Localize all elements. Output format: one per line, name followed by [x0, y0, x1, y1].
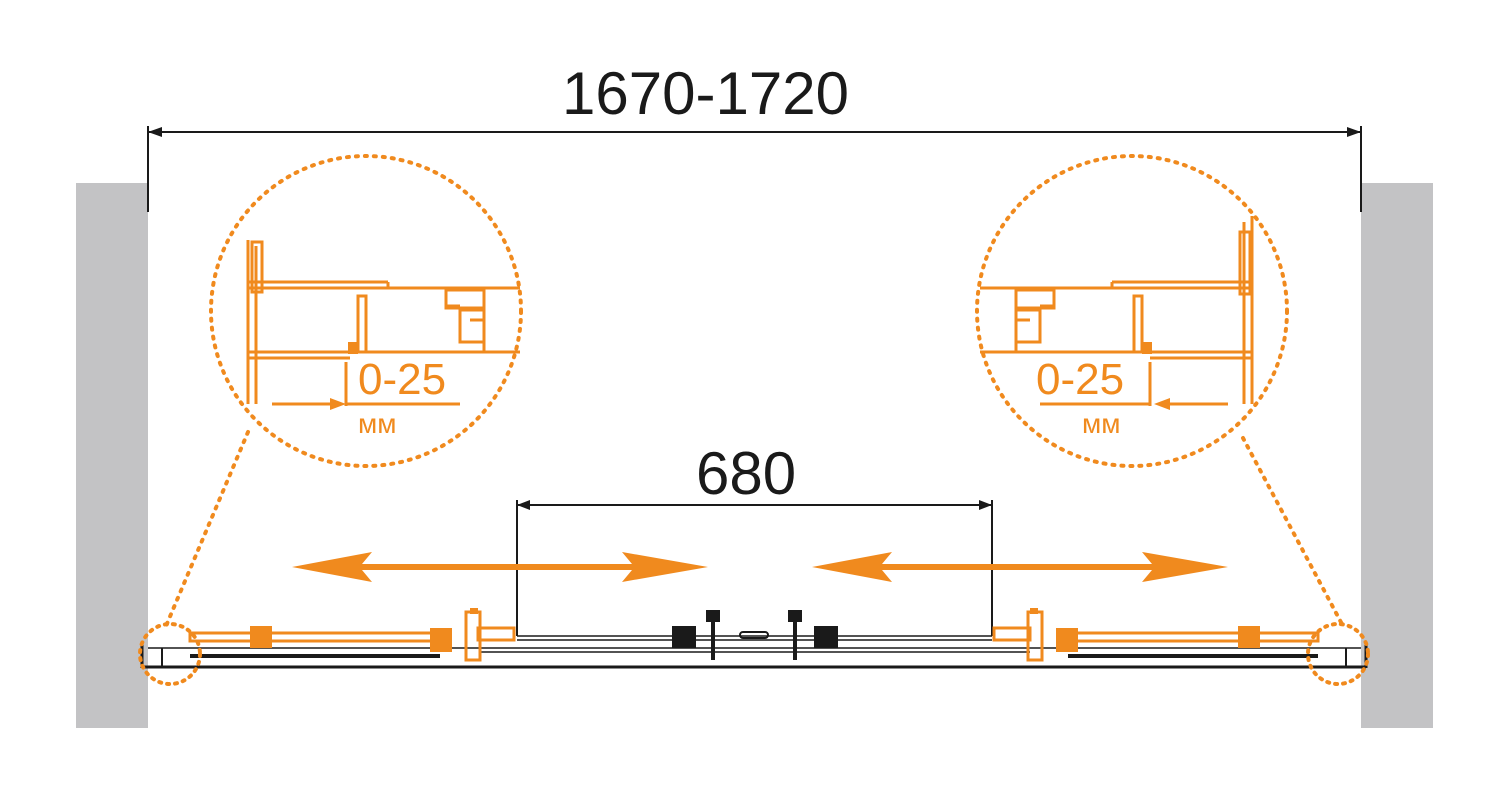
- right-fixed-panel: [992, 608, 1320, 662]
- center-handles: [672, 610, 838, 660]
- total-width-dimension-line: [147, 126, 1362, 212]
- right-profile-detail: [980, 216, 1254, 406]
- right-detail-arrow: [1154, 398, 1170, 410]
- right-slide-arrow: [812, 552, 1228, 582]
- left-detail-arrow: [330, 398, 346, 410]
- right-wall: [1361, 183, 1433, 728]
- left-wall: [76, 183, 148, 728]
- total-width-label: 1670-1720: [562, 60, 849, 127]
- right-detail-range: 0-25: [1036, 355, 1125, 404]
- right-detail-unit: мм: [1082, 408, 1121, 439]
- right-detail-circle: [975, 154, 1289, 468]
- door-opening-label: 680: [696, 440, 797, 507]
- bottom-track: [140, 635, 1368, 669]
- left-fixed-panel: [188, 608, 516, 662]
- right-detail-leader: [1241, 436, 1345, 628]
- left-profile-detail: [246, 240, 520, 406]
- left-detail-circle: [209, 154, 523, 468]
- left-detail-unit: мм: [358, 408, 397, 439]
- right-detail-marker: [1306, 622, 1370, 686]
- left-detail-leader: [164, 430, 250, 628]
- left-detail-range: 0-25: [358, 355, 447, 404]
- left-detail-marker: [138, 622, 202, 686]
- left-slide-arrow: [292, 552, 708, 582]
